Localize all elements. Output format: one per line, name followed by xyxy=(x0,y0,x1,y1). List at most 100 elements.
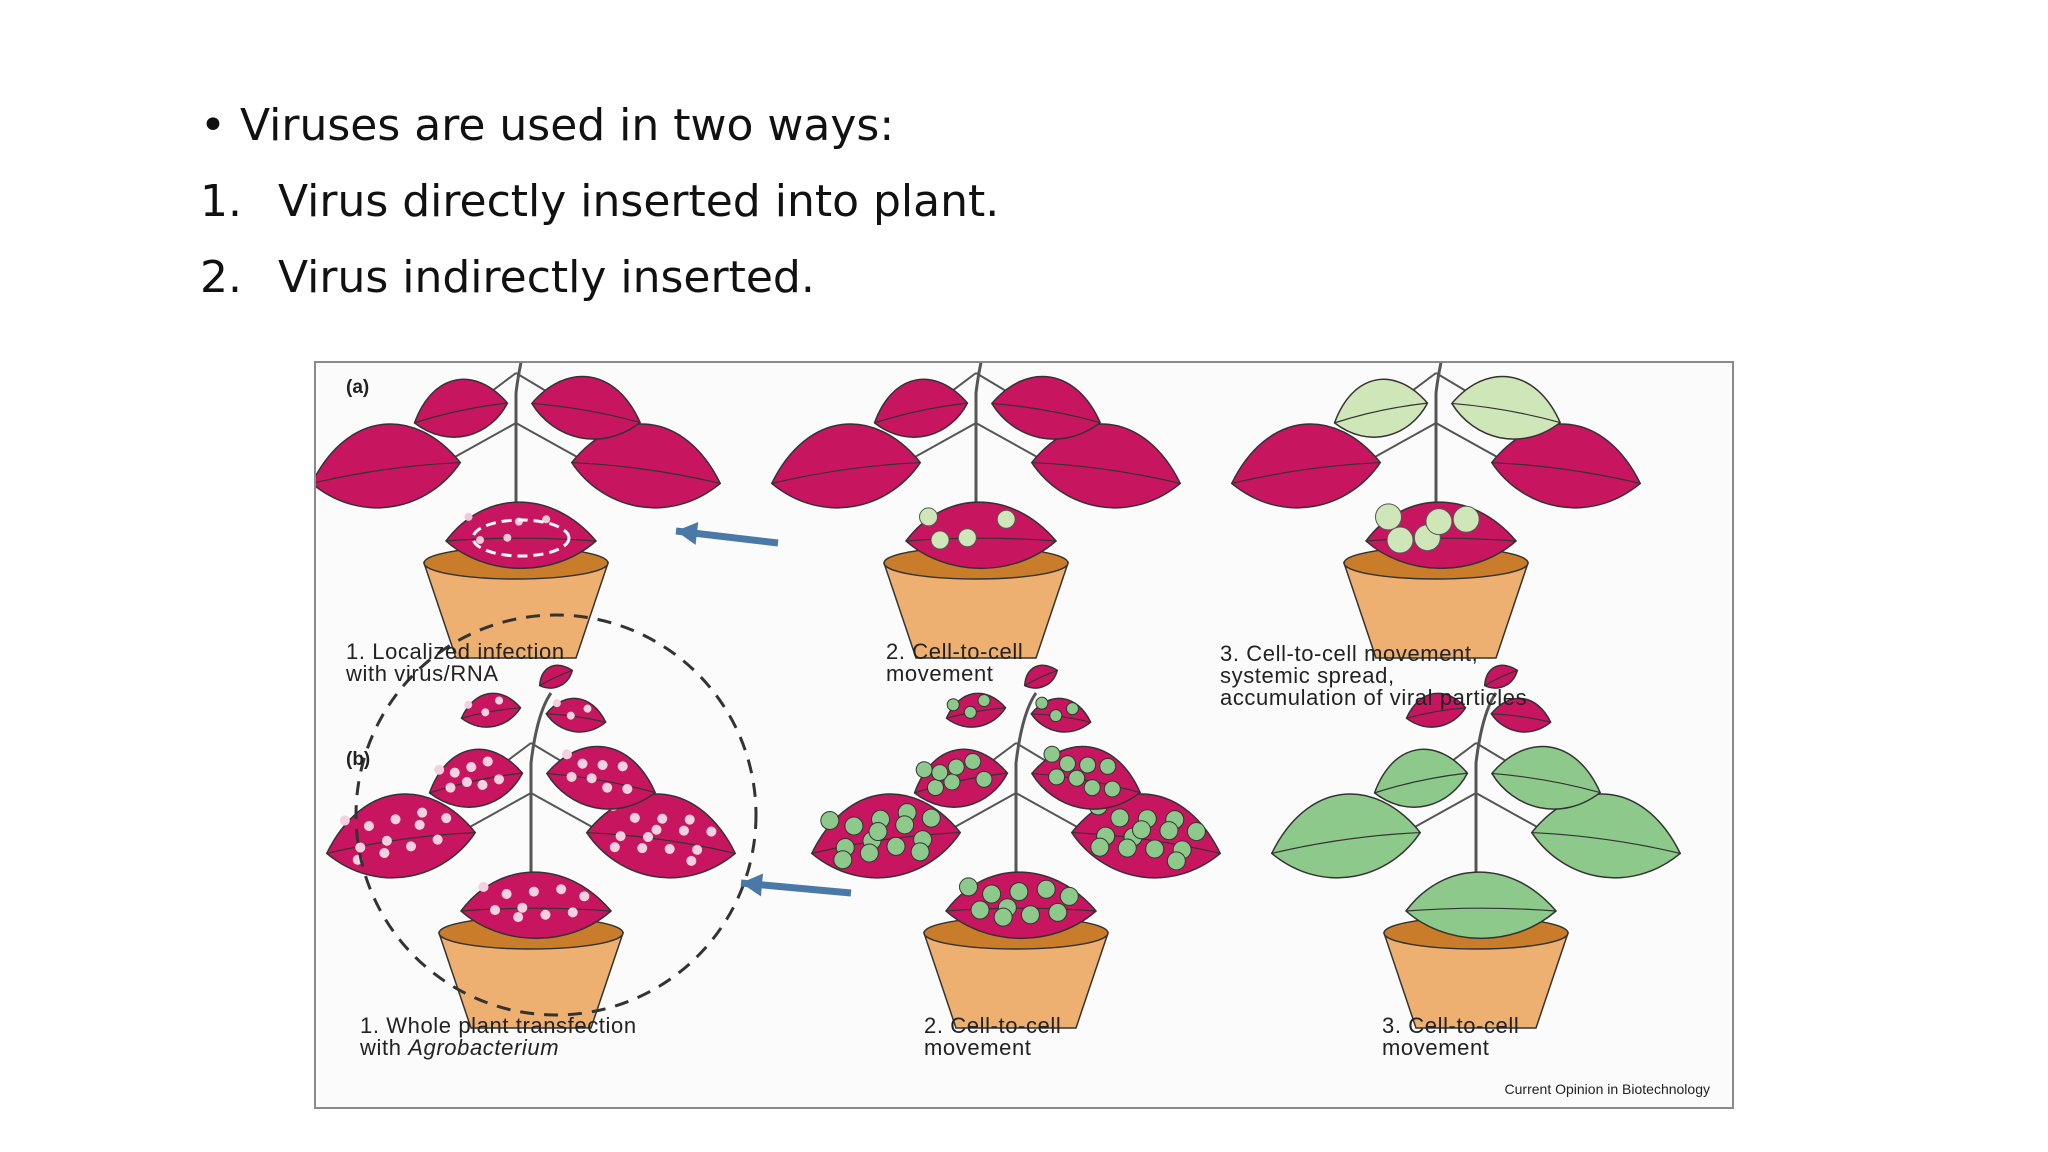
list-item: 1.Virus directly inserted into plant. xyxy=(200,164,999,240)
plant-a2 xyxy=(770,363,1182,659)
leaf xyxy=(545,697,607,733)
caption-a1: 1. Localized infection with virus/RNA xyxy=(346,639,565,686)
infection-spot xyxy=(494,774,505,785)
infection-spot xyxy=(996,509,1016,529)
infection-spot xyxy=(476,536,485,545)
infection-spot xyxy=(495,696,504,705)
leaf xyxy=(1530,793,1682,879)
leaf-vein xyxy=(461,707,521,719)
infection-spot xyxy=(1059,886,1079,906)
leaf-vein xyxy=(1484,669,1518,687)
caption-b2: 2. Cell-to-cell movement xyxy=(924,1013,1062,1060)
leaf-vein xyxy=(1334,402,1428,424)
infection-spot xyxy=(482,756,493,767)
infection-spot xyxy=(1386,526,1414,554)
infection-spot xyxy=(441,813,452,824)
infection-spot xyxy=(868,822,888,842)
infection-spot xyxy=(1079,756,1097,774)
leaf-vein xyxy=(1271,831,1421,855)
arrow-head xyxy=(741,873,764,897)
leaf xyxy=(945,692,1007,728)
leaf xyxy=(529,363,593,366)
leaf xyxy=(1483,664,1519,689)
figure-credit: Current Opinion in Biotechnology xyxy=(1504,1081,1710,1097)
leaf xyxy=(810,793,962,879)
caption-a2: 2. Cell-to-cell movement xyxy=(886,639,1024,686)
infection-spot xyxy=(943,773,961,791)
leaf-vein xyxy=(571,461,721,485)
infection-spot xyxy=(982,884,1002,904)
infection-spot xyxy=(692,844,703,855)
plant-b3 xyxy=(1270,664,1682,1029)
leaf xyxy=(770,423,922,509)
infection-spot xyxy=(1083,779,1101,797)
leaf-vein xyxy=(945,907,1097,912)
infection-spot xyxy=(1049,709,1063,723)
leaf xyxy=(545,745,657,810)
infection-spot xyxy=(930,530,950,550)
infection-spot xyxy=(957,528,977,548)
infection-spot xyxy=(464,512,473,521)
leaf-vein xyxy=(546,713,606,723)
infection-spot xyxy=(964,752,982,770)
infection-spot xyxy=(434,764,445,775)
leaf-vein xyxy=(1231,461,1381,485)
leaf xyxy=(1404,871,1558,940)
leaf-vein xyxy=(1531,831,1681,855)
infection-spot xyxy=(466,762,477,773)
infection-spot xyxy=(1009,882,1029,902)
leaf xyxy=(989,363,1053,366)
bullet-icon: • xyxy=(200,100,226,151)
infection-spot xyxy=(915,761,933,779)
plant-illustrations xyxy=(316,363,1682,1029)
leaf-vein xyxy=(905,537,1057,542)
infection-spot xyxy=(895,815,915,835)
leaf xyxy=(428,748,524,808)
infection-spot xyxy=(1375,503,1402,531)
infection-spot xyxy=(355,842,366,853)
leaf-blade xyxy=(1449,363,1513,366)
infection-spot xyxy=(513,912,524,923)
stem xyxy=(1014,692,1038,925)
infection-spot xyxy=(1159,821,1179,841)
leaf-vein xyxy=(539,669,573,687)
infection-spot xyxy=(1043,745,1061,763)
infection-spot xyxy=(947,758,965,776)
leaf-vein xyxy=(1031,461,1181,485)
infection-spot xyxy=(406,841,417,852)
infection-spot xyxy=(528,886,539,897)
leaf-vein xyxy=(1071,831,1221,855)
infection-spot xyxy=(1425,508,1453,536)
infection-spot xyxy=(363,821,374,832)
leaf-blade xyxy=(529,363,593,366)
leaf xyxy=(444,501,598,570)
infection-spot xyxy=(449,767,460,778)
leaf xyxy=(316,423,462,509)
branches xyxy=(925,742,1107,844)
leaf-vein xyxy=(460,907,612,912)
panel-b-label: (b) xyxy=(346,749,371,770)
infection-spot xyxy=(432,834,443,845)
infection-spot xyxy=(1068,769,1086,787)
infection-spot xyxy=(1103,780,1121,798)
infection-spot xyxy=(577,758,588,769)
leaf xyxy=(1333,378,1429,438)
leaf-vein xyxy=(1405,907,1557,912)
infection-spot xyxy=(583,704,592,713)
leaf xyxy=(1490,697,1552,733)
leaf-blade xyxy=(1023,664,1059,689)
leaf xyxy=(1070,793,1222,879)
list-item: 2.Virus indirectly inserted. xyxy=(200,240,999,316)
leaf-vein xyxy=(1031,772,1141,794)
leaf-vein xyxy=(811,831,961,855)
transfection-circle xyxy=(354,613,758,1017)
infection-spot xyxy=(542,515,551,524)
leaf-blade xyxy=(989,363,1053,366)
infection-spot xyxy=(490,905,501,916)
infection-spot xyxy=(1036,879,1056,899)
leaf xyxy=(1023,664,1059,689)
leaf xyxy=(873,378,969,438)
branches xyxy=(1385,742,1567,844)
branches xyxy=(1345,372,1527,474)
leaf xyxy=(460,692,522,728)
